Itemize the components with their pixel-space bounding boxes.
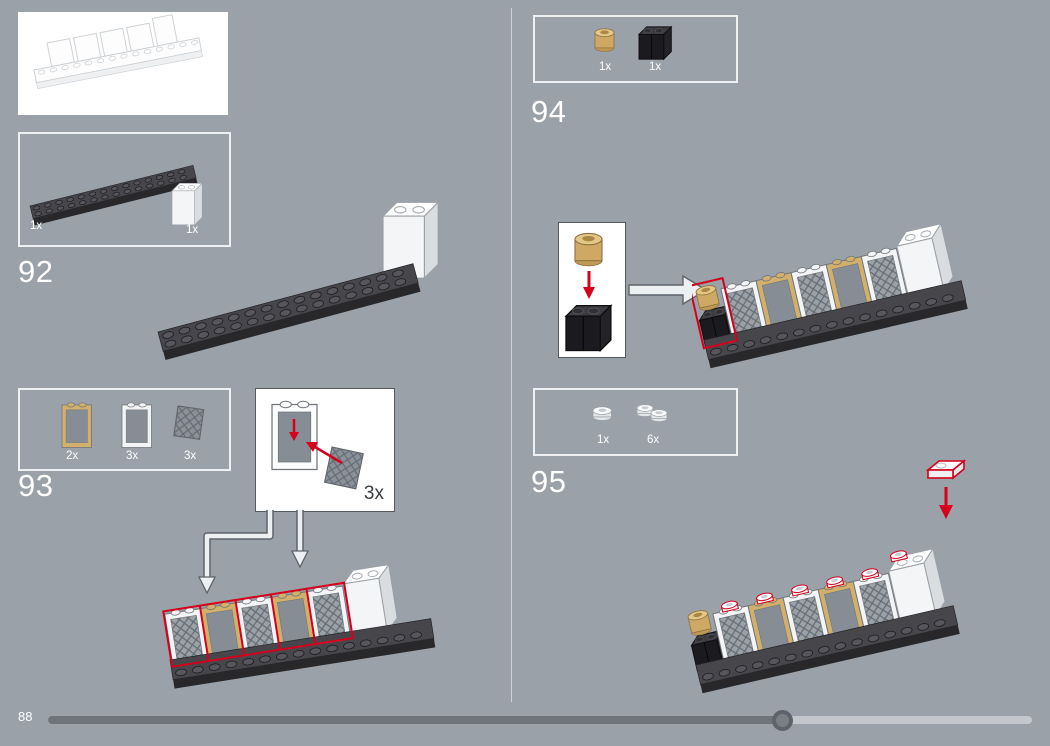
step-93-guide-arrows (197, 510, 310, 595)
step-95-number: 95 (531, 464, 567, 499)
lattice-insert-arrow-head (306, 442, 318, 452)
white-round-plate-icon (636, 404, 654, 417)
insert-arrow-head (583, 287, 595, 299)
white-window-icon (121, 402, 152, 448)
step-92-parts-box: 1x 1x (18, 132, 231, 247)
part-count: 3x (126, 450, 139, 462)
part-count: 2x (66, 450, 79, 462)
step-95-parts-box: 1x 6x (533, 388, 738, 456)
highlight-outline (162, 581, 354, 668)
tan-round-brick (574, 232, 603, 267)
progress-slider-track[interactable] (48, 716, 1032, 724)
step-92-number: 92 (18, 254, 54, 289)
step-94-illustration (692, 223, 968, 369)
step-93-parts-box: 2x 3x 3x (18, 388, 231, 471)
step-93-number: 93 (18, 468, 54, 503)
part-count: 1x (649, 61, 662, 73)
floating-plate (925, 459, 967, 519)
part-count: 1x (597, 434, 610, 446)
plate-2x16 (157, 263, 421, 361)
part-count: 1x (186, 224, 199, 236)
part-count: 3x (184, 450, 197, 462)
step-94-detail-callout (558, 222, 626, 358)
white-round-plate-icon (650, 409, 668, 422)
black-bricks (565, 304, 612, 352)
step-94-pointer-arrow (628, 274, 708, 306)
step-94-number: 94 (531, 94, 567, 129)
part-count: 6x (647, 434, 660, 446)
build-preview-illustration (33, 14, 203, 90)
lattice-pane (323, 446, 364, 490)
progress-slider-handle[interactable] (772, 710, 793, 731)
step-93-parts-illustration (61, 402, 205, 448)
guide-arrow-head (197, 576, 217, 595)
step-92-parts-illustration (29, 164, 203, 226)
highlight-outline (692, 277, 739, 350)
page-number: 88 (18, 709, 33, 724)
build-preview-box (18, 12, 228, 115)
step-92-illustration (157, 201, 439, 361)
tan-round-brick (694, 283, 721, 313)
black-brick-icon (638, 26, 672, 60)
lattice-pane-icon (173, 405, 205, 440)
column-divider (511, 8, 512, 702)
step-93-callout-illustration (271, 400, 364, 490)
step-95-illustration (686, 459, 967, 694)
part-count: 1x (599, 61, 612, 73)
progress-slider-fill (48, 716, 783, 724)
step-94-parts-box: 1x 1x (533, 15, 738, 83)
part-count: 1x (30, 220, 43, 232)
white-round-plate-icon (592, 406, 612, 421)
plate-2x16-icon (29, 164, 198, 226)
insert-arrow-head (289, 432, 299, 441)
callout-count: 3x (363, 483, 384, 504)
guide-arrow-head (290, 550, 310, 569)
step-93-illustration (162, 564, 436, 689)
step-95-parts-illustration (592, 404, 668, 422)
tan-round-brick-icon (594, 28, 615, 52)
step-94-parts-illustration (594, 26, 672, 60)
tan-round-brick (686, 608, 713, 638)
tan-window-icon (61, 402, 92, 448)
step-94-callout-illustration (565, 232, 612, 352)
step-93-detail-callout: 3x (255, 388, 395, 512)
insert-arrow-head (939, 505, 953, 519)
